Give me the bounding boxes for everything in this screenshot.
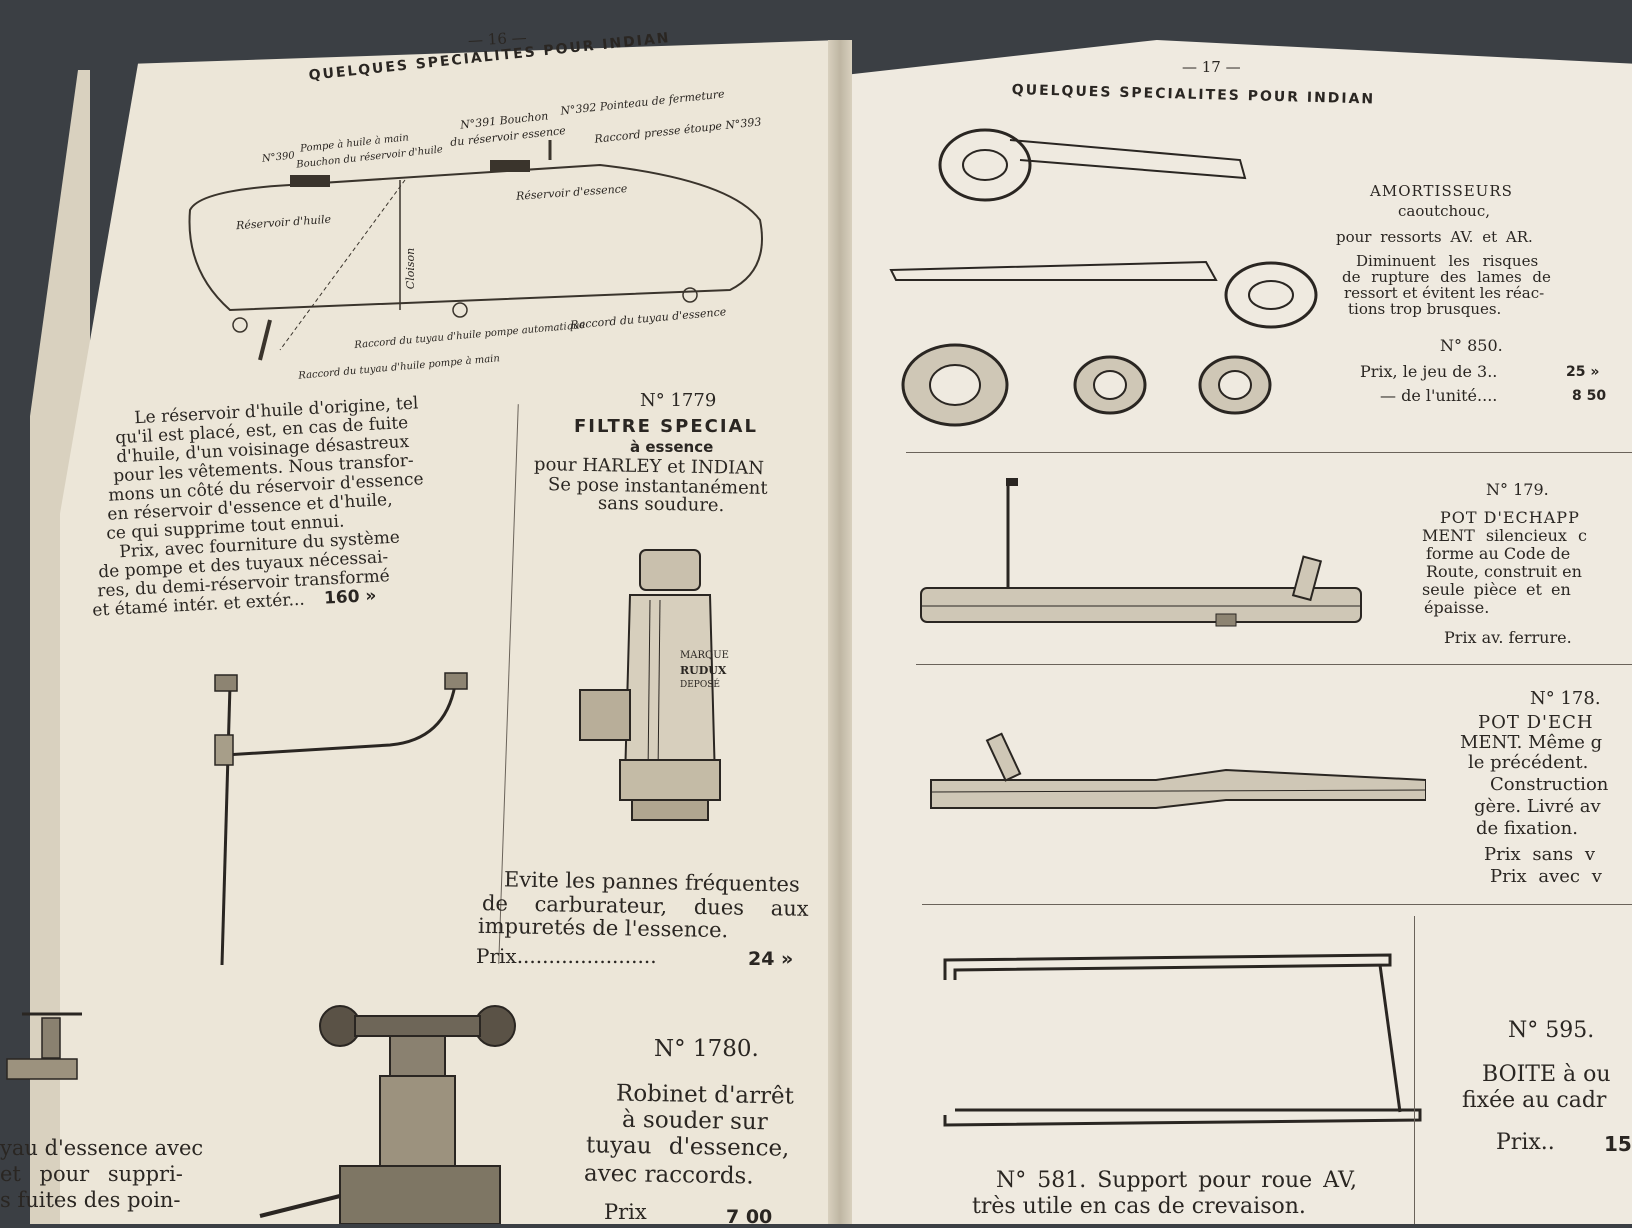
amortisseurs-price-1: 25 » — [1566, 364, 1600, 380]
pot-179-line-3: forme au Code de — [1426, 544, 1571, 563]
filter-brand-1: MARQUE — [680, 650, 729, 661]
column-divider — [1414, 916, 1415, 1224]
boite-line-2: fixée au cadr — [1462, 1088, 1607, 1113]
valve-price-label: Prix — [604, 1200, 647, 1224]
pot-178-line-4: Construction — [1490, 774, 1609, 795]
filter-title: FILTRE SPECIAL — [574, 416, 758, 437]
section-divider — [916, 664, 1632, 665]
support-line-1: N° 581. Support pour roue AV, — [996, 1168, 1357, 1193]
amortisseurs-title: AMORTISSEURS — [1370, 182, 1513, 200]
valve-line-4: avec raccords. — [583, 1160, 754, 1190]
small-valve-illustration — [2, 1004, 92, 1094]
reservoir-description: Le réservoir d'huile d'origine, tel qu'i… — [82, 393, 430, 620]
shock-absorber-upper-illustration — [930, 120, 1260, 220]
pot-178-price-2: Prix avec v — [1490, 866, 1602, 887]
right-page-number: — 17 — — [1182, 58, 1241, 76]
pot-179-line-2: MENT silencieux c — [1422, 526, 1587, 545]
pot-178-line-5: gère. Livré av — [1474, 796, 1601, 817]
amortisseurs-desc-1: Diminuent les risques — [1356, 252, 1539, 270]
pot-179-line-5: seule pièce et en — [1422, 580, 1571, 599]
valve-line-1: Robinet d'arrêt — [615, 1080, 795, 1110]
pot-179-line-6: épaisse. — [1424, 598, 1490, 617]
pot-178-line-3: le précédent. — [1468, 752, 1589, 773]
filter-number: N° 1779 — [640, 390, 717, 411]
pot-179-number: N° 179. — [1486, 480, 1549, 499]
pot-179-line-4: Route, construit en — [1426, 562, 1582, 581]
bottom-left-line-1: yau d'essence avec — [0, 1136, 204, 1160]
boite-line-1: BOITE à ou — [1482, 1062, 1611, 1087]
fuel-tank-illustration — [170, 120, 790, 390]
filter-line-3: sans soudure. — [597, 492, 725, 517]
valve-line-2: à souder sur — [621, 1106, 768, 1136]
bottom-left-line-3: s fuites des poin- — [0, 1188, 181, 1212]
boite-price: 15 — [1604, 1132, 1632, 1156]
rubber-rings-illustration — [900, 340, 1280, 440]
right-page — [840, 40, 1632, 1224]
amortisseurs-desc-3: ressort et évitent les réac- — [1344, 284, 1545, 302]
filter-desc-3: impuretés de l'essence. — [477, 913, 729, 943]
amortisseurs-desc-4: tions trop brusques. — [1348, 300, 1502, 318]
amortisseurs-line-2: pour ressorts AV. et AR. — [1336, 228, 1533, 246]
shock-absorber-lower-illustration — [886, 250, 1336, 330]
pot-178-line-6: de fixation. — [1476, 818, 1578, 839]
amortisseurs-number: N° 850. — [1440, 336, 1503, 355]
amortisseurs-price-2: 8 50 — [1572, 388, 1607, 404]
pot-178-price-1: Prix sans v — [1484, 844, 1596, 865]
valve-number: N° 1780. — [654, 1036, 759, 1062]
exhaust-178-illustration — [926, 730, 1426, 820]
filter-subtitle: à essence — [630, 438, 714, 456]
filter-price-label: Prix...................... — [476, 944, 657, 968]
reservoir-price: 160 » — [323, 585, 377, 609]
filter-illustration — [560, 540, 740, 840]
book-gutter — [828, 40, 852, 1224]
tank-label-cloison: Cloison — [404, 247, 418, 290]
boite-number: N° 595. — [1508, 1018, 1595, 1043]
filter-brand-2: RUDUX — [680, 664, 727, 677]
pot-179-line-1: POT D'ECHAPP — [1440, 508, 1580, 527]
t-pipe-illustration — [160, 665, 480, 985]
support-line-2: très utile en cas de crevaison. — [972, 1194, 1306, 1219]
filter-price: 24 » — [748, 948, 794, 970]
boite-price-label: Prix.. — [1496, 1130, 1555, 1155]
wheel-support-illustration — [940, 940, 1430, 1140]
amortisseurs-price-2-label: — de l'unité.... — [1380, 386, 1498, 405]
valve-illustration — [240, 996, 540, 1224]
amortisseurs-line-1: caoutchouc, — [1398, 202, 1490, 220]
pot-178-line-1: POT D'ECH — [1478, 712, 1594, 733]
valve-line-3: tuyau d'essence, — [585, 1132, 790, 1162]
pot-178-line-2: MENT. Même g — [1460, 732, 1603, 753]
exhaust-179-illustration — [916, 478, 1366, 648]
pot-179-price: Prix av. ferrure. — [1444, 628, 1572, 647]
valve-price: 7 00 — [726, 1206, 773, 1228]
pot-178-number: N° 178. — [1530, 688, 1601, 709]
filter-brand-3: DEPOSÉ — [680, 680, 720, 690]
section-divider — [906, 452, 1632, 453]
amortisseurs-price-1-label: Prix, le jeu de 3.. — [1360, 362, 1498, 381]
amortisseurs-desc-2: de rupture des lames de — [1342, 268, 1551, 286]
bottom-left-line-2: et pour suppri- — [0, 1162, 183, 1186]
section-divider — [922, 904, 1632, 905]
